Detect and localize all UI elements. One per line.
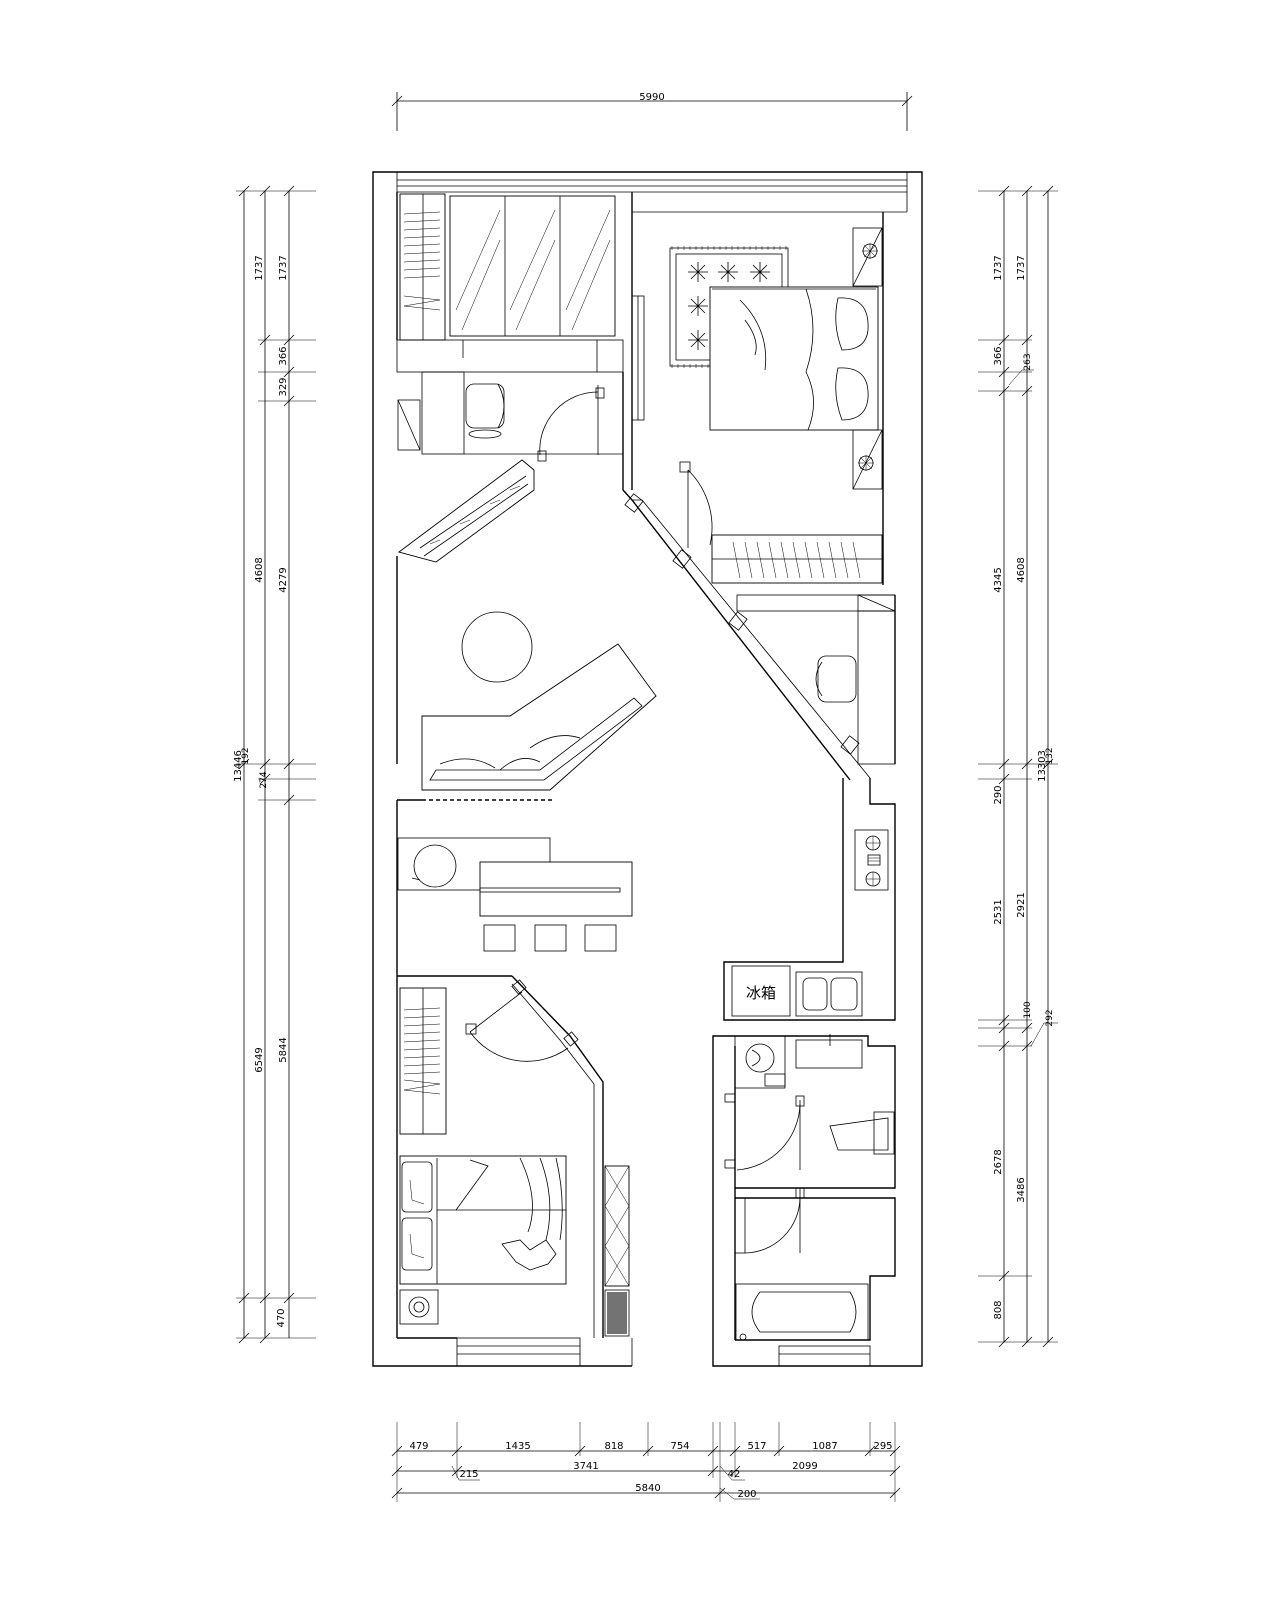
- hangers-top-left: [403, 211, 441, 311]
- dim-left-inner-5: 192: [241, 747, 251, 764]
- hatched-block: [607, 1292, 627, 1334]
- diagonal-partition: [622, 489, 871, 781]
- dim-left-inner-3: 329: [278, 377, 289, 396]
- left-dimensions: 1737 4608 13446 6549 470 1737 366 329 42…: [233, 185, 316, 1344]
- bathroom: [712, 1034, 896, 1341]
- study-room: [396, 193, 624, 462]
- dim-bottom-row2-3: 42: [728, 1469, 741, 1480]
- dim-bottom-5: 517: [747, 1441, 766, 1452]
- second-bedroom: [399, 975, 630, 1338]
- bottom-dimensions: 479 1435 818 754 517 1087 295 215 3741 4…: [391, 1422, 901, 1502]
- dim-right-inner-8: 808: [993, 1300, 1004, 1319]
- fridge-label: 冰箱: [746, 984, 776, 1002]
- outer-walls: [372, 171, 923, 1367]
- dim-left-outer-4: 6549: [254, 1047, 265, 1072]
- dim-bottom-4: 754: [670, 1441, 689, 1452]
- dim-bottom-row3-1: 5840: [635, 1483, 660, 1494]
- dim-bottom-3: 818: [604, 1441, 623, 1452]
- rug-pattern: [688, 262, 770, 350]
- dim-left-inner-7: 5844: [278, 1037, 289, 1062]
- dim-left-outer-1: 1737: [254, 255, 265, 280]
- dim-bottom-6: 1087: [812, 1441, 837, 1452]
- kitchen: 冰箱: [723, 778, 896, 1021]
- dim-left-outer-5: 470: [276, 1308, 287, 1327]
- dim-bottom-1: 479: [409, 1441, 428, 1452]
- living-room: [397, 459, 657, 801]
- dim-right-inner-1: 1737: [993, 255, 1004, 280]
- dim-left-outer-3: 13446: [233, 750, 244, 782]
- dim-right-inner-4: 290: [993, 785, 1004, 804]
- dim-left-inner-6: 274: [259, 771, 269, 788]
- dim-left-outer-2: 4608: [254, 557, 265, 582]
- second-study: [736, 594, 896, 765]
- dim-bottom-row2-2: 3741: [573, 1461, 598, 1472]
- right-dimensions: 1737 366 4345 290 2531 100 2678 808 1737…: [978, 185, 1058, 1348]
- dim-right-inner-6: 100: [1023, 1001, 1033, 1018]
- dim-right-outer-2: 263: [1023, 353, 1033, 370]
- dim-bottom-7: 295: [873, 1441, 892, 1452]
- dim-right-outer-5: 132: [1045, 747, 1055, 764]
- dim-bottom-row2-1: 215: [459, 1469, 478, 1480]
- dim-right-inner-3: 4345: [993, 567, 1004, 592]
- dim-right-outer-4: 13303: [1037, 750, 1048, 782]
- dim-left-inner-2: 366: [278, 346, 289, 365]
- dim-bottom-row2-4: 2099: [792, 1461, 817, 1472]
- dim-bottom-2: 1435: [505, 1441, 530, 1452]
- dim-top-total: 5990: [639, 92, 664, 103]
- dim-left-inner-1: 1737: [278, 255, 289, 280]
- dim-right-outer-3: 4608: [1016, 557, 1027, 582]
- dim-left-inner-4: 4279: [278, 567, 289, 592]
- dim-right-inner-7: 2678: [993, 1149, 1004, 1174]
- dim-right-outer-6: 2921: [1016, 892, 1027, 917]
- dim-right-inner-2: 366: [993, 346, 1004, 365]
- dim-right-outer-7: 292: [1045, 1009, 1055, 1026]
- dim-right-outer-8: 3486: [1016, 1177, 1027, 1202]
- dim-right-outer-1: 1737: [1016, 255, 1027, 280]
- dim-bottom-row3-2: 200: [737, 1489, 756, 1500]
- dim-right-inner-5: 2531: [993, 899, 1004, 924]
- top-dimension: 5990: [391, 92, 913, 131]
- dining-area: [397, 837, 633, 977]
- master-bedroom: [631, 227, 883, 584]
